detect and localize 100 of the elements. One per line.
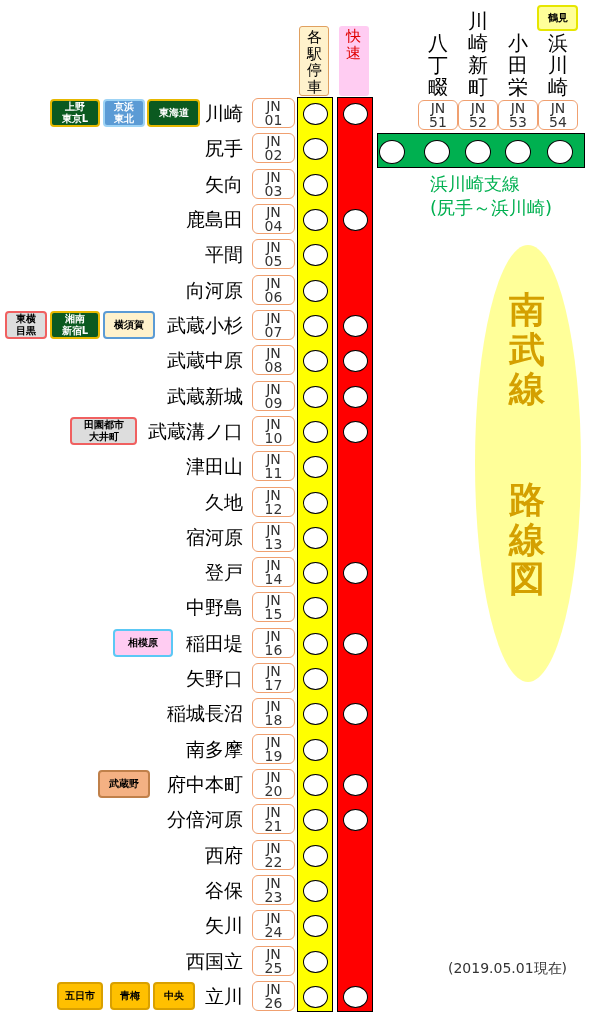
station-name: 八丁畷 — [428, 32, 448, 98]
stop-circle — [343, 809, 368, 832]
stop-circle — [303, 138, 328, 161]
station-code: JN 25 — [263, 946, 284, 975]
station-name: 津田山 — [186, 454, 243, 480]
station-code: JN 08 — [263, 346, 284, 375]
station-code: JN 06 — [263, 275, 284, 304]
station-name: 西国立 — [186, 948, 243, 974]
station-code: JN 11 — [263, 452, 284, 481]
station-code: JN 22 — [263, 840, 284, 869]
stop-circle — [303, 173, 328, 196]
stop-circle — [303, 986, 328, 1008]
stop-circle — [343, 350, 368, 373]
station-code: JN 15 — [263, 593, 284, 622]
stop-circle — [303, 668, 328, 691]
station-name: 尻手 — [205, 136, 243, 162]
station-code: JN 26 — [263, 982, 284, 1010]
station-code: JN 07 — [263, 310, 284, 339]
station-name: 武蔵小杉 — [167, 312, 243, 338]
transfer-line-badge: 田園都市 大井町 — [70, 416, 137, 445]
stop-circle — [303, 915, 328, 938]
stop-circle — [343, 314, 368, 337]
stop-circle — [343, 385, 368, 408]
branch-line-title: (尻手～浜川崎) — [430, 196, 553, 220]
station-code: JN 05 — [263, 240, 284, 269]
stop-circle — [465, 140, 491, 164]
band-heading: 各駅停車 — [299, 26, 329, 96]
station-code: JN 51 — [428, 101, 448, 129]
station-name: 府中本町 — [167, 772, 243, 798]
transfer-line-badge: 武蔵野 — [98, 770, 150, 799]
stop-circle — [547, 140, 573, 164]
stop-circle — [303, 809, 328, 832]
station-code: JN 03 — [263, 169, 284, 198]
transfer-line-badge: 青梅 — [110, 982, 150, 1010]
station-code: JN 18 — [263, 699, 284, 728]
stop-circle — [303, 844, 328, 867]
transfer-line-badge: 鶴見 — [537, 5, 578, 31]
transfer-line-badge: 東横 目黒 — [5, 310, 47, 339]
stop-circle — [303, 526, 328, 549]
station-code: JN 24 — [263, 911, 284, 940]
stop-circle — [379, 140, 405, 164]
stop-circle — [303, 491, 328, 514]
stop-circle — [303, 208, 328, 231]
station-code: JN 14 — [263, 558, 284, 587]
stop-circle — [303, 103, 328, 125]
date-note: (2019.05.01現在) — [448, 960, 568, 978]
station-code: JN 53 — [508, 101, 528, 129]
station-name: 立川 — [205, 984, 243, 1009]
transfer-line-badge: 横須賀 — [103, 310, 155, 339]
station-code: JN 17 — [263, 664, 284, 693]
stop-circle — [424, 140, 450, 164]
stop-circle — [343, 208, 368, 231]
stop-circle — [343, 774, 368, 797]
station-code: JN 12 — [263, 487, 284, 516]
transfer-line-badge: 五日市 — [57, 982, 103, 1010]
band-heading: 快速 — [339, 26, 369, 96]
station-name: 向河原 — [186, 277, 243, 303]
station-name: 登戸 — [205, 560, 243, 586]
station-name: 宿河原 — [186, 524, 243, 550]
stop-circle — [303, 244, 328, 267]
station-name: 武蔵新城 — [167, 383, 243, 409]
transfer-line-badge: 中央 — [153, 982, 195, 1010]
station-code: JN 10 — [263, 416, 284, 445]
stop-circle — [303, 562, 328, 585]
station-code: JN 20 — [263, 770, 284, 799]
station-name: 稲城長沼 — [167, 701, 243, 727]
branch-line-title: 浜川崎支線 — [430, 172, 520, 196]
stop-circle — [343, 703, 368, 726]
stop-circle — [303, 314, 328, 337]
stop-circle — [303, 774, 328, 797]
transfer-line-badge: 湘南 新宿L — [50, 310, 100, 339]
stop-circle — [343, 562, 368, 585]
station-name: 川崎 — [205, 101, 243, 126]
station-code: JN 19 — [263, 734, 284, 763]
stop-circle — [343, 103, 368, 125]
station-code: JN 21 — [263, 805, 284, 834]
station-name: 平間 — [205, 242, 243, 268]
station-name: 矢野口 — [186, 666, 243, 692]
stop-circle — [303, 738, 328, 761]
stop-circle — [303, 420, 328, 443]
station-name: 稲田堤 — [186, 630, 243, 656]
stop-circle — [303, 279, 328, 302]
stop-circle — [505, 140, 531, 164]
station-code: JN 52 — [468, 101, 488, 129]
station-name: 武蔵溝ノ口 — [148, 418, 243, 444]
station-name: 鹿島田 — [186, 206, 243, 232]
stop-circle — [303, 597, 328, 620]
station-name: 武蔵中原 — [167, 348, 243, 374]
stop-circle — [343, 986, 368, 1008]
station-code: JN 01 — [263, 99, 284, 127]
station-name: 浜川崎 — [548, 32, 568, 98]
stop-circle — [303, 385, 328, 408]
transfer-line-badge: 上野 東京L — [50, 99, 100, 127]
stop-circle — [343, 632, 368, 655]
stop-circle — [303, 880, 328, 903]
transfer-line-badge: 相模原 — [113, 628, 173, 657]
stop-circle — [303, 703, 328, 726]
station-code: JN 02 — [263, 134, 284, 163]
station-code: JN 16 — [263, 628, 284, 657]
stop-circle — [343, 420, 368, 443]
